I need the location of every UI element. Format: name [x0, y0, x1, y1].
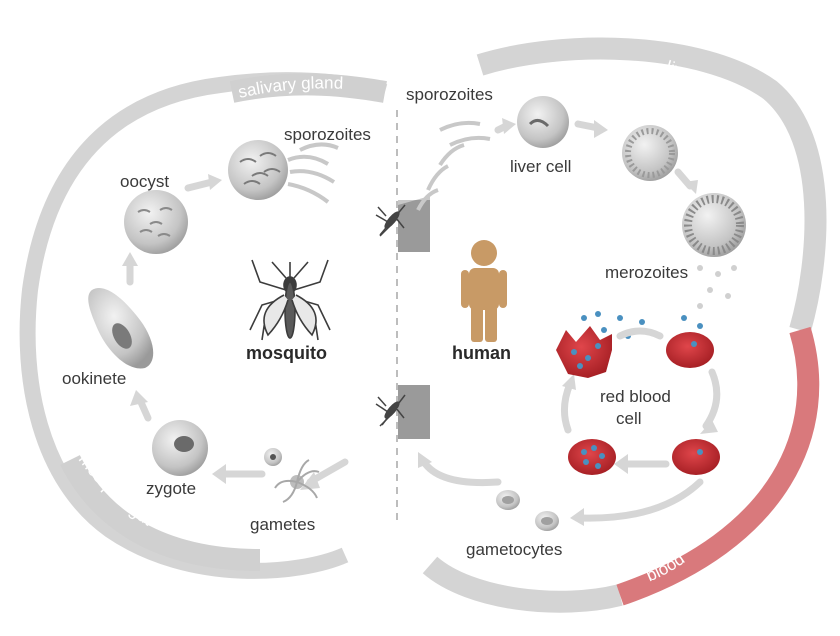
ookinete-icon — [88, 288, 154, 369]
mature-oocyst-sporozoites-icon — [228, 140, 339, 204]
gametocytes-label: gametocytes — [466, 540, 562, 559]
liver-cell-icon — [517, 96, 569, 148]
gametes-icon — [264, 448, 320, 503]
skin-patch-bottom — [398, 385, 430, 439]
human-ring-bottom — [422, 556, 623, 613]
human-icon — [461, 240, 507, 342]
oocyst-icon — [124, 190, 188, 254]
biting-mosquito-bottom-icon — [375, 394, 406, 427]
skin-patch-top — [398, 196, 430, 252]
merozoites-label: merozoites — [605, 263, 688, 282]
biting-mosquito-top-icon — [375, 204, 406, 237]
gametes-label: gametes — [250, 515, 315, 534]
blood-band — [616, 326, 820, 606]
ookinete-label: ookinete — [62, 369, 126, 388]
mosquito-icon — [249, 259, 331, 341]
sporozoites-human-label: sporozoites — [406, 85, 493, 104]
ruptured-liver-cell-icon — [682, 193, 746, 257]
liver-cell-label: liver cell — [510, 157, 571, 176]
rbc-schizont-icon — [568, 439, 616, 475]
red-blood-cell-label-line2: cell — [616, 409, 642, 428]
infected-rbc-trophozoite-icon — [672, 439, 720, 475]
oocyst-label: oocyst — [120, 172, 169, 191]
red-blood-cell-label-line1: red blood — [600, 387, 671, 406]
mosquito-host-label: mosquito — [246, 343, 327, 363]
human-ring — [476, 37, 827, 334]
rbc-cycle-arrows — [418, 327, 721, 526]
sporozoites-mosquito-label: sporozoites — [284, 125, 371, 144]
gametocytes-icon — [496, 490, 559, 531]
sporozoites-human-icon — [416, 120, 491, 211]
mosquito-gut-band — [60, 454, 261, 571]
infected-rbc-ring-icon — [666, 332, 714, 368]
zygote-icon — [152, 420, 208, 476]
salivary-gland-band — [229, 73, 387, 103]
liver-arrows — [494, 118, 698, 194]
liver-schizont-icon — [622, 125, 678, 181]
zygote-label: zygote — [146, 479, 196, 498]
human-host-label: human — [452, 343, 511, 363]
ruptured-rbc-icon — [556, 326, 612, 378]
